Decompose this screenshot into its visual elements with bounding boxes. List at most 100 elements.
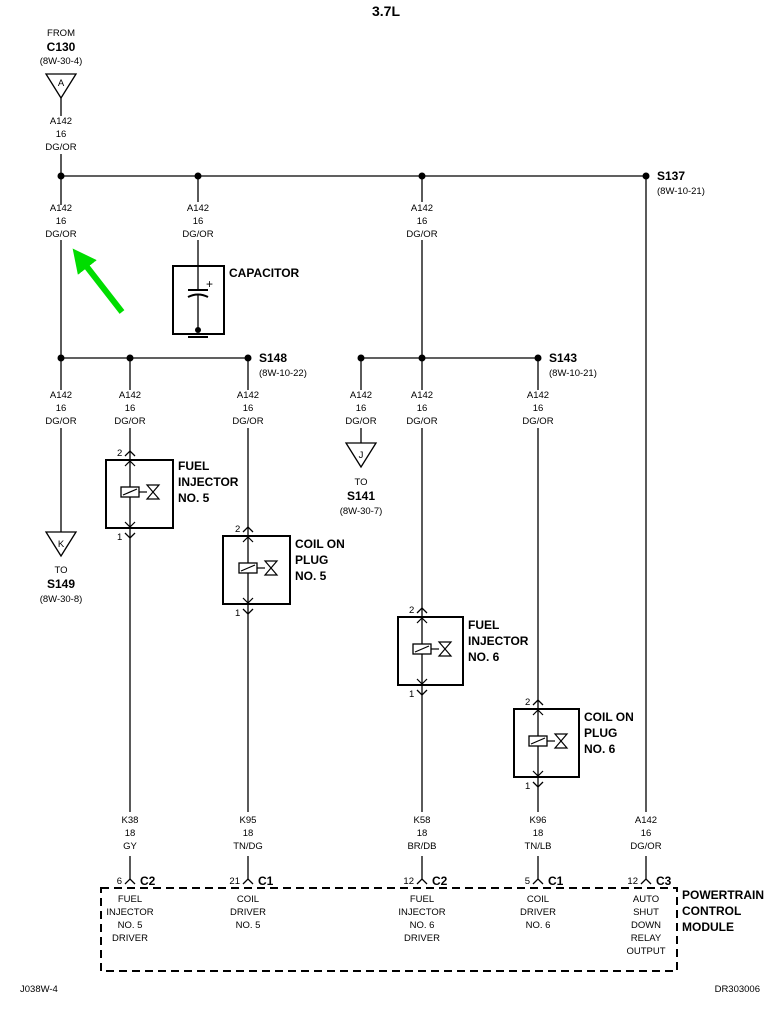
svg-text:DG/OR: DG/OR xyxy=(406,416,437,427)
wire-label-row-2: A142 16 DG/OR A142 16 DG/OR A142 16 DG/O… xyxy=(45,390,553,427)
s148-label: S148 xyxy=(259,351,287,365)
svg-text:DG/OR: DG/OR xyxy=(182,229,213,240)
pin-label: 1 xyxy=(525,781,530,792)
svg-text:INJECTOR: INJECTOR xyxy=(178,475,239,489)
svg-text:COIL: COIL xyxy=(527,894,549,905)
svg-text:FUEL: FUEL xyxy=(178,459,209,473)
svg-text:5: 5 xyxy=(525,876,530,887)
svg-text:DOWN: DOWN xyxy=(631,920,661,931)
svg-text:COIL ON: COIL ON xyxy=(295,537,345,551)
splice-dot xyxy=(357,354,365,362)
s137-ref: (8W-10-21) xyxy=(657,186,705,197)
splice-dot xyxy=(642,172,650,180)
wires xyxy=(60,98,647,880)
s141-label: S141 xyxy=(347,489,375,503)
svg-text:16: 16 xyxy=(56,403,67,414)
connector-a-triangle xyxy=(44,73,78,100)
svg-text:A142: A142 xyxy=(411,203,433,214)
svg-text:NO. 5: NO. 5 xyxy=(295,569,327,583)
s149-ref: (8W-30-8) xyxy=(40,594,83,605)
svg-text:TO: TO xyxy=(54,565,67,576)
fuel-injector-6: 2 1 xyxy=(397,605,464,700)
connector-k-letter: K xyxy=(58,539,65,550)
svg-text:16: 16 xyxy=(641,828,652,839)
fuel-injector-5: 2 1 xyxy=(105,448,174,543)
s148-ref: (8W-10-22) xyxy=(259,368,307,379)
to-s141-connector: J TO S141 (8W-30-7) xyxy=(340,442,382,517)
svg-text:A142: A142 xyxy=(411,390,433,401)
svg-text:DRIVER: DRIVER xyxy=(230,907,266,918)
splice-dot xyxy=(244,354,252,362)
pin-label: 1 xyxy=(235,608,240,619)
pcm-label: POWERTRAIN CONTROL MODULE xyxy=(682,888,764,934)
svg-text:TN/LB: TN/LB xyxy=(525,841,552,852)
to-s149-connector: K TO S149 (8W-30-8) xyxy=(40,531,83,605)
fuel-injector-5-label: FUEL INJECTOR NO. 5 xyxy=(178,459,239,505)
pcm-pin-1: 6 C2 FUEL INJECTOR NO. 5 DRIVER xyxy=(106,874,155,944)
svg-text:12: 12 xyxy=(403,876,414,887)
footer-right-code: DR303006 xyxy=(715,984,760,995)
svg-text:18: 18 xyxy=(533,828,544,839)
svg-text:K95: K95 xyxy=(240,815,257,826)
s149-label: S149 xyxy=(47,577,75,591)
svg-text:NO. 6: NO. 6 xyxy=(526,920,551,931)
svg-text:A142: A142 xyxy=(119,390,141,401)
svg-text:NO. 5: NO. 5 xyxy=(178,491,210,505)
svg-text:TO: TO xyxy=(354,477,367,488)
splice-dot xyxy=(57,172,65,180)
svg-text:NO. 5: NO. 5 xyxy=(118,920,143,931)
svg-text:INJECTOR: INJECTOR xyxy=(468,634,529,648)
fuel-injector-6-label: FUEL INJECTOR NO. 6 xyxy=(468,618,529,664)
svg-text:DG/OR: DG/OR xyxy=(45,142,76,153)
svg-text:NO. 5: NO. 5 xyxy=(236,920,261,931)
svg-text:PLUG: PLUG xyxy=(295,553,328,567)
capacitor-plus: + xyxy=(206,277,213,291)
svg-text:POWERTRAIN: POWERTRAIN xyxy=(682,888,764,902)
svg-text:BR/DB: BR/DB xyxy=(407,841,436,852)
splice-dot xyxy=(194,172,202,180)
svg-text:INJECTOR: INJECTOR xyxy=(398,907,445,918)
svg-text:MODULE: MODULE xyxy=(682,920,734,934)
svg-text:CONTROL: CONTROL xyxy=(682,904,741,918)
svg-text:12: 12 xyxy=(627,876,638,887)
pin-label: 1 xyxy=(117,532,122,543)
svg-text:TN/DG: TN/DG xyxy=(233,841,263,852)
svg-text:NO. 6: NO. 6 xyxy=(410,920,435,931)
pin-label: 2 xyxy=(117,448,122,459)
svg-text:DG/OR: DG/OR xyxy=(522,416,553,427)
svg-text:16: 16 xyxy=(56,129,67,140)
pin-label: 1 xyxy=(409,689,414,700)
svg-text:SHUT: SHUT xyxy=(633,907,659,918)
capacitor: + xyxy=(172,265,225,338)
svg-text:C3: C3 xyxy=(656,874,672,888)
svg-text:GY: GY xyxy=(123,841,137,852)
splice-dot xyxy=(126,354,134,362)
pcm-pin-2: 21 C1 COIL DRIVER NO. 5 xyxy=(229,874,273,931)
splice-dots xyxy=(57,172,650,362)
connector-a-letter: A xyxy=(58,78,65,89)
svg-text:INJECTOR: INJECTOR xyxy=(106,907,153,918)
svg-text:C1: C1 xyxy=(258,874,274,888)
svg-text:C2: C2 xyxy=(432,874,448,888)
svg-text:16: 16 xyxy=(243,403,254,414)
svg-text:A142: A142 xyxy=(50,203,72,214)
capacitor-label: CAPACITOR xyxy=(229,266,300,280)
svg-text:DRIVER: DRIVER xyxy=(520,907,556,918)
svg-text:FUEL: FUEL xyxy=(118,894,142,905)
connector-j-letter: J xyxy=(359,450,364,461)
svg-text:21: 21 xyxy=(229,876,240,887)
svg-text:DG/OR: DG/OR xyxy=(345,416,376,427)
coil-on-plug-5: 2 1 xyxy=(222,524,291,619)
coil-on-plug-6-label: COIL ON PLUG NO. 6 xyxy=(584,710,634,756)
svg-text:A142: A142 xyxy=(237,390,259,401)
s137-label: S137 xyxy=(657,169,685,183)
splice-dot xyxy=(534,354,542,362)
from-c130-connector: FROM C130 (8W-30-4) A xyxy=(40,28,82,100)
coil-on-plug-5-label: COIL ON PLUG NO. 5 xyxy=(295,537,345,583)
svg-text:16: 16 xyxy=(417,403,428,414)
pin-label: 2 xyxy=(409,605,414,616)
svg-text:16: 16 xyxy=(417,216,428,227)
svg-text:RELAY: RELAY xyxy=(631,933,662,944)
green-arrow xyxy=(72,248,125,314)
